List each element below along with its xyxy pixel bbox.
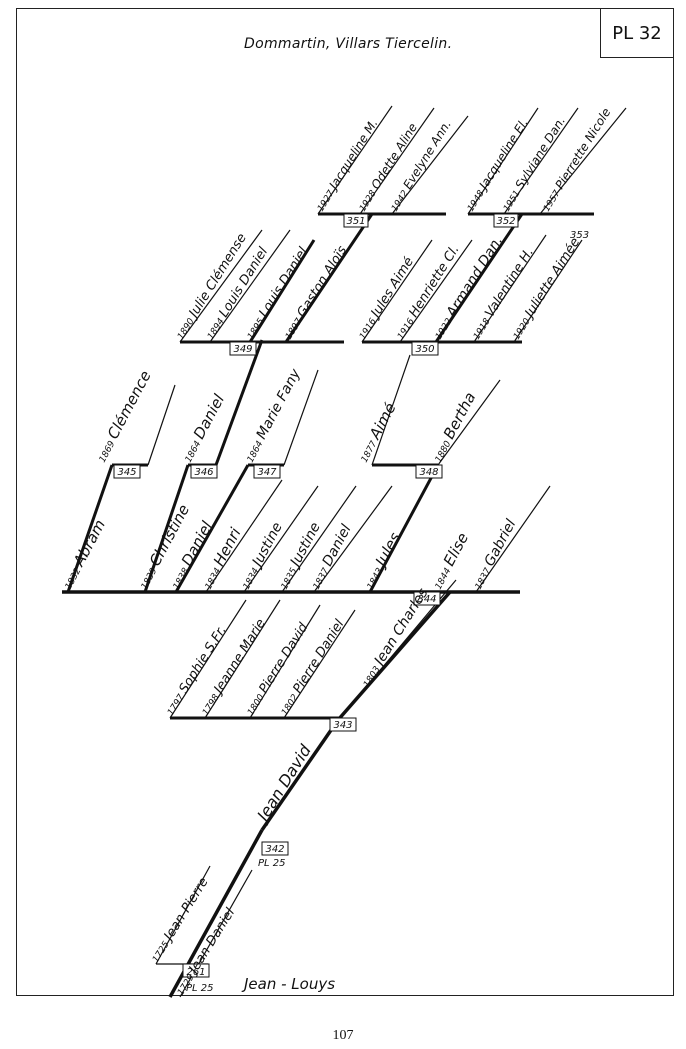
branch-line (399, 239, 473, 343)
branch-line (361, 239, 433, 343)
branch-line (204, 599, 281, 719)
branch-line (248, 239, 316, 343)
box-349: 349 (229, 341, 257, 356)
branch-line (359, 107, 435, 215)
person-label: 1957Pierrette Nicole (539, 106, 614, 214)
box-351-label: 351 (346, 216, 365, 227)
box-348-label: 348 (419, 467, 438, 478)
box-349-label: 349 (233, 344, 252, 355)
person-label: 1837Gabriel (469, 517, 519, 592)
person-label: 1948Jacqueline El. (463, 116, 531, 213)
generation-boxes: 261 PL 25 342 PL 25 343 344 345 3 (113, 213, 589, 994)
person-label: 1922Armand Dan. (430, 233, 506, 342)
box-261: 261 (182, 963, 210, 978)
person-label: 1797Sophie S.Fr. (163, 623, 230, 718)
person-label: Jean David (252, 741, 316, 827)
person-label: 1843Jules (360, 529, 405, 592)
tree-lines (62, 105, 627, 998)
page-title: Dommartin, Villars Tiercelin. (244, 36, 453, 52)
branch-line (283, 369, 319, 466)
branch-line (214, 339, 264, 466)
person-label: 1834Justine (237, 520, 285, 592)
person-label: 1832Abram (58, 517, 109, 592)
person-label: 1844Elise (428, 530, 472, 592)
person-label: 1803Jean Charles (358, 586, 432, 691)
box-261-label: 261 (186, 967, 205, 978)
box-344-label: 344 (417, 594, 436, 605)
branch-line (147, 384, 176, 466)
box-350-label: 350 (415, 344, 434, 355)
plate-frame (16, 8, 674, 996)
branch-line (473, 234, 547, 343)
branch-line (209, 229, 291, 343)
person-label: 1877Aimé (354, 400, 400, 465)
branch-line (284, 213, 374, 343)
box-346: 346 (190, 464, 218, 479)
box-348: 348 (415, 464, 443, 479)
branch-line (143, 464, 190, 593)
plate-number: PL 32 (600, 8, 674, 58)
box-347-label: 347 (257, 467, 277, 478)
box-352: 352 (493, 213, 519, 228)
branch-line (283, 609, 356, 719)
box-345-label: 345 (117, 467, 136, 478)
person-labels: 1725Jean-Pierre 1729Jean Daniel Jean Dav… (58, 106, 614, 998)
box-353-label: 353 (570, 230, 589, 241)
box-342: 342 (261, 841, 289, 856)
trunk-line (260, 719, 340, 831)
person-label: 1942Evelyne Ann. (387, 118, 454, 214)
branch-line (475, 485, 551, 593)
branch-line (437, 379, 501, 466)
branch-line (434, 213, 524, 343)
person-label: 1880Bertha (428, 389, 480, 465)
branch-line (243, 485, 319, 593)
branch-line (281, 485, 357, 593)
box-346-label: 346 (194, 467, 213, 478)
branch-line (467, 107, 539, 215)
branch-line (174, 464, 250, 593)
page-number: 107 (332, 1028, 354, 1043)
branch-line (179, 229, 263, 343)
branch-line (391, 115, 469, 215)
box-352-label: 352 (496, 216, 515, 227)
branch-line (66, 464, 114, 593)
branch-line (313, 485, 393, 593)
person-label: 1869Clémence (92, 368, 155, 465)
founder-name: Jean - Louys (241, 975, 335, 993)
box-342-ref: PL 25 (258, 858, 286, 869)
box-351: 351 (343, 213, 369, 228)
person-label: 1864Marie Fany (241, 366, 304, 465)
box-261-ref: PL 25 (186, 983, 214, 994)
person-label: 1802Pierre Daniel (277, 617, 348, 718)
branch-line (371, 354, 411, 466)
branch-line (249, 604, 321, 719)
branch-line (317, 105, 393, 215)
branch-line (539, 107, 627, 215)
branch-line (169, 599, 247, 719)
branch-line (205, 479, 283, 593)
box-343: 343 (329, 717, 357, 732)
box-347: 347 (253, 464, 281, 479)
box-344: 344 (413, 591, 441, 606)
branch-line (155, 865, 211, 965)
branch-line (368, 464, 440, 593)
branch-line (513, 239, 583, 343)
box-350: 350 (411, 341, 439, 356)
box-343-label: 343 (333, 720, 352, 731)
box-345: 345 (113, 464, 141, 479)
branch-line (503, 107, 579, 215)
box-342-label: 342 (265, 844, 284, 855)
